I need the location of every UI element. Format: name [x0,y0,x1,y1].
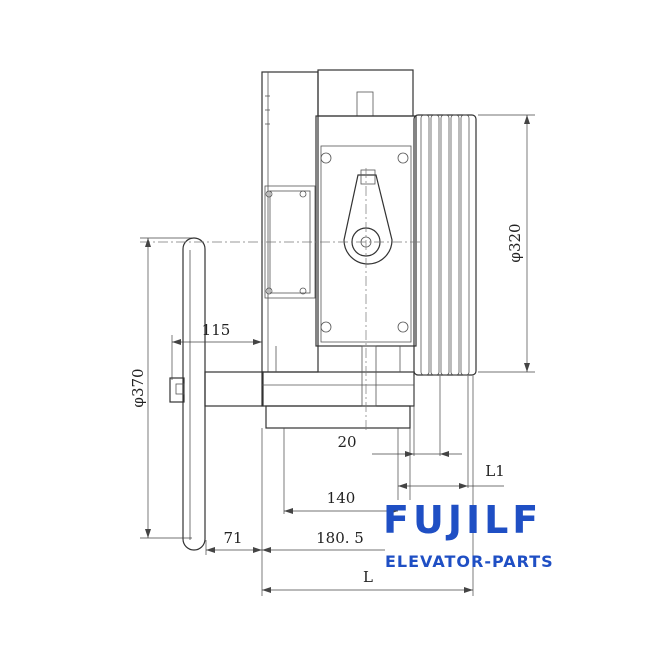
brake-arm-pin [360,169,376,185]
support-rib [361,345,377,407]
dim-label-L: L [363,568,373,586]
dim-140: 140 [284,489,398,514]
brand-logo: FUJILF [383,498,543,542]
dim-handwheel-diameter: φ370 [129,237,192,539]
sheave-groove [440,114,450,376]
dim-180-5: 180. 5 [262,529,385,553]
bolt [265,287,273,295]
handwheel-hub-key [175,383,185,395]
dim-115: 115 [171,321,262,380]
gearbox-cover [320,145,412,343]
traction-sheave [413,114,477,376]
dim-L: L [262,568,473,593]
bolt [265,190,273,198]
handwheel-shaft [204,371,264,407]
sheave-groove [450,114,460,376]
bolt [299,190,307,198]
bolt [299,287,307,295]
dim-label-dia-370: φ370 [129,368,147,407]
sheave-groove [430,114,440,376]
dim-sheave-diameter: φ320 [478,114,535,373]
handwheel-hub [169,377,185,403]
handwheel [169,237,264,551]
handwheel-rim [182,237,206,551]
base-frame [261,371,415,407]
dim-20: 20 [337,433,462,457]
brake-arm [343,174,393,265]
machine-housing [261,69,417,429]
bolt [320,321,332,333]
dim-label-20: 20 [337,433,356,451]
top-lug [356,91,374,117]
sheave-groove [420,114,430,376]
dim-L1: L1 [398,462,505,489]
brand-tagline: ELEVATOR-PARTS [385,552,554,571]
dim-71: 71 [206,529,262,553]
bolt [320,152,332,164]
dim-label-71: 71 [223,529,242,547]
top-housing [317,69,414,117]
sheave-body [413,114,477,376]
base-foot [265,405,411,429]
sheave-groove [460,114,470,376]
bolt [397,152,409,164]
dim-label-115: 115 [202,321,231,339]
dim-label-dia-320: φ320 [506,223,524,262]
dim-label-140: 140 [327,489,356,507]
dim-label-180-5: 180. 5 [316,529,364,547]
bolt [397,321,409,333]
dim-label-L1: L1 [485,462,505,480]
